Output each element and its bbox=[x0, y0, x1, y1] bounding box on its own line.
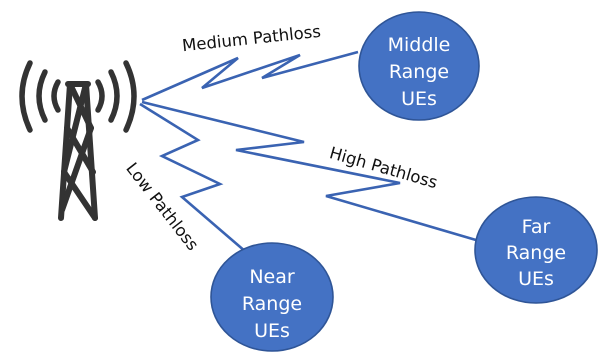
node-middle-range-ues: Middle Range UEs bbox=[358, 11, 480, 121]
near-range-line-1: Near bbox=[249, 266, 295, 288]
middle-range-ellipse bbox=[358, 11, 480, 121]
near-range-line-3: UEs bbox=[254, 320, 290, 342]
link-low-pathloss bbox=[139, 102, 247, 253]
link-high-pathloss bbox=[141, 100, 477, 242]
cell-tower-icon bbox=[19, 60, 137, 221]
link-medium-pathloss bbox=[141, 50, 359, 102]
node-far-range-ues: Far Range UEs bbox=[474, 196, 598, 304]
far-range-ellipse bbox=[474, 196, 598, 304]
node-near-range-ues: Near Range UEs bbox=[210, 242, 334, 352]
middle-range-line-1: Middle bbox=[388, 34, 451, 56]
middle-range-line-2: Range bbox=[389, 61, 449, 83]
far-range-line-3: UEs bbox=[518, 268, 554, 290]
medium-pathloss-label: Medium Pathloss bbox=[181, 22, 322, 55]
middle-range-line-3: UEs bbox=[401, 88, 437, 110]
far-range-line-1: Far bbox=[522, 216, 551, 238]
low-pathloss-label: Low Pathloss bbox=[122, 159, 202, 254]
near-range-ellipse bbox=[210, 242, 334, 352]
near-range-line-2: Range bbox=[242, 293, 302, 315]
far-range-line-2: Range bbox=[506, 242, 566, 264]
